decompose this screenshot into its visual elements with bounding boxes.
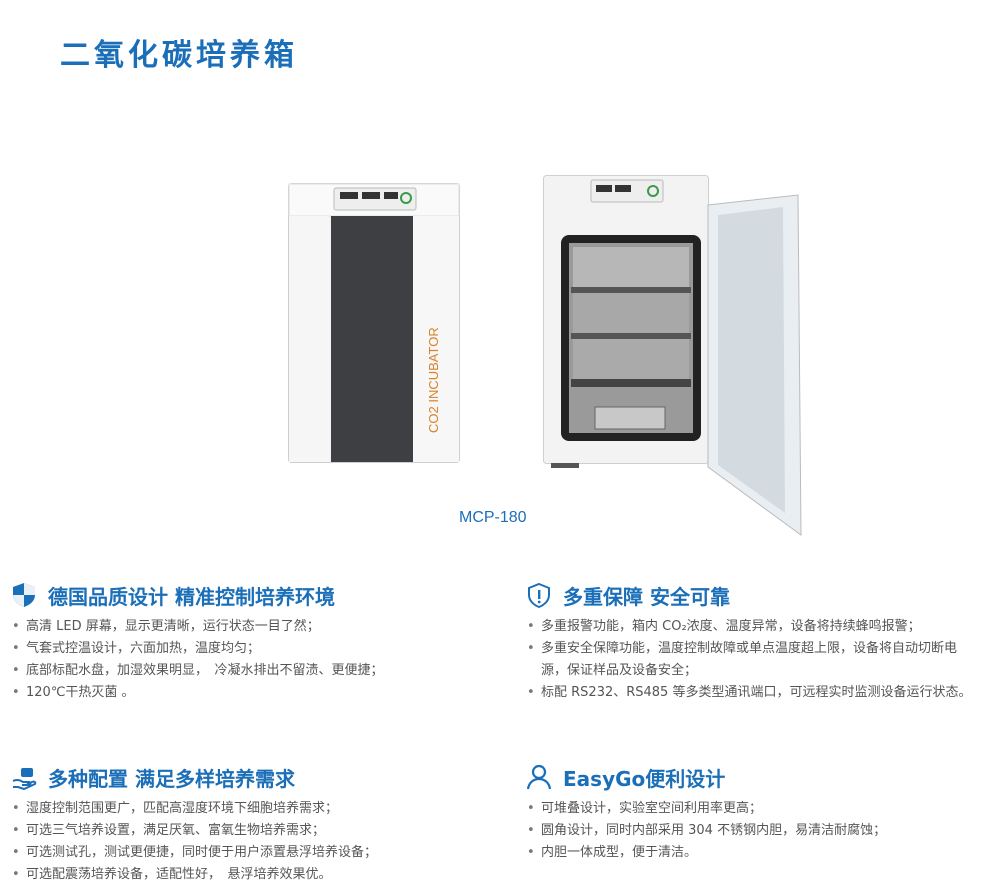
section-safety: 多重保障 安全可靠 多重报警功能，箱内 CO₂浓度、温度异常，设备将持续蜂鸣报警… — [525, 580, 980, 704]
list-item: 可堆叠设计，实验室空间利用率更高； — [525, 798, 980, 820]
list-item: 标配 RS232、RS485 等多类型通讯端口，可远程实时监测设备运行状态。 — [525, 682, 980, 704]
section-easygo: EasyGo便利设计 可堆叠设计，实验室空间利用率更高； 圆角设计，同时内部采用… — [525, 762, 980, 864]
list-item: 120℃干热灭菌 。 — [10, 682, 490, 704]
list-item: 底部标配水盘，加湿效果明显， 冷凝水排出不留渍、更便捷； — [10, 660, 490, 682]
list-item: 内胆一体成型，便于清洁。 — [525, 842, 980, 864]
section-quality-design: 德国品质设计 精准控制培养环境 高清 LED 屏幕，显示更清晰，运行状态一目了然… — [10, 580, 490, 704]
list-item: 多重安全保障功能，温度控制故障或单点温度超上限，设备将自动切断电源，保证样品及设… — [525, 638, 980, 682]
page-title: 二氧化碳培养箱 — [60, 38, 298, 73]
section-title: 多重保障 安全可靠 — [563, 584, 730, 609]
incubator-open-image — [543, 175, 802, 536]
list-item: 气套式控温设计，六面加热，温度均匀； — [10, 638, 490, 660]
hand-care-icon — [12, 768, 37, 791]
list-item: 湿度控制范围更广，匹配高湿度环境下细胞培养需求； — [10, 798, 490, 820]
section-title: 德国品质设计 精准控制培养环境 — [48, 584, 335, 609]
model-label: MCP-180 — [459, 509, 527, 526]
section-title: 多种配置 满足多样培养需求 — [48, 766, 295, 791]
list-item: 可选三气培养设置，满足厌氧、富氧生物培养需求； — [10, 820, 490, 842]
incubator-closed-image: CO2 INCUBATOR — [288, 183, 460, 463]
list-item: 可选配震荡培养设备，适配性好， 悬浮培养效果优。 — [10, 864, 490, 886]
list-item: 多重报警功能，箱内 CO₂浓度、温度异常，设备将持续蜂鸣报警； — [525, 616, 980, 638]
section-title: EasyGo便利设计 — [563, 766, 726, 791]
list-item: 圆角设计，同时内部采用 304 不锈钢内胆，易清洁耐腐蚀； — [525, 820, 980, 842]
warning-shield-icon — [528, 582, 550, 609]
list-item: 可选测试孔，测试更便捷，同时便于用户添置悬浮培养设备； — [10, 842, 490, 864]
device-label: CO2 INCUBATOR — [426, 327, 441, 433]
section-configuration: 多种配置 满足多样培养需求 湿度控制范围更广，匹配高湿度环境下细胞培养需求； 可… — [10, 762, 490, 887]
user-icon — [526, 764, 552, 790]
list-item: 高清 LED 屏幕，显示更清晰，运行状态一目了然； — [10, 616, 490, 638]
shield-icon — [13, 583, 35, 607]
